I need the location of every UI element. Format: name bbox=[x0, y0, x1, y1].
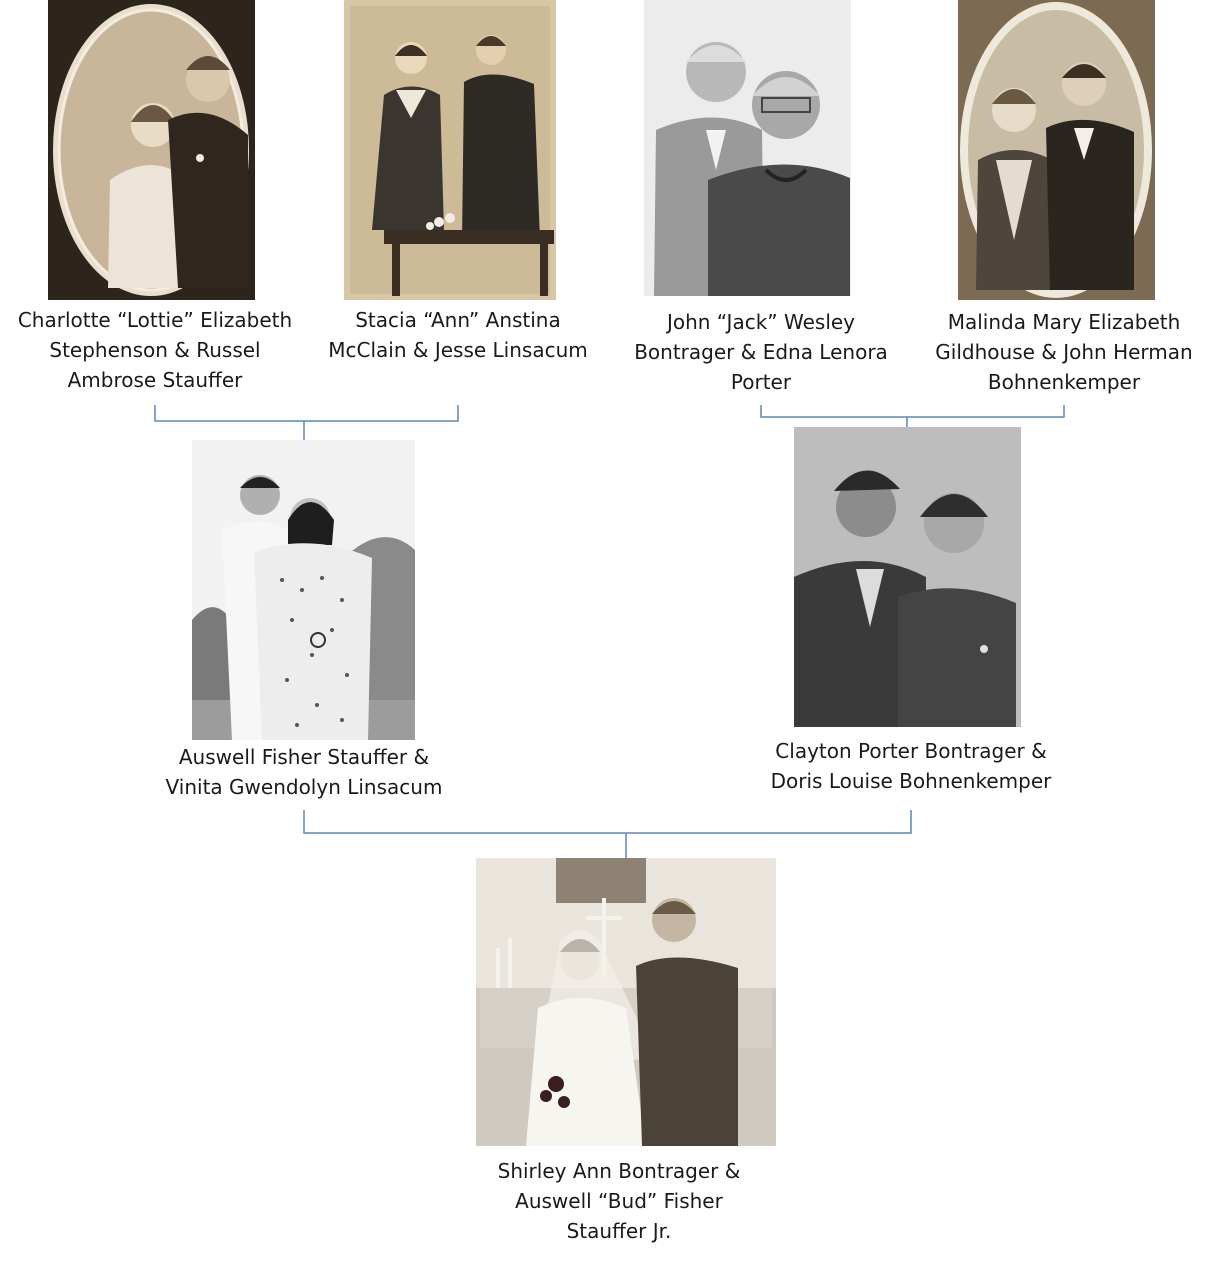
caption-line: Charlotte “Lottie” Elizabeth bbox=[17, 308, 293, 332]
photo-shirley-bud bbox=[476, 858, 776, 1146]
caption-shirley-bud: Shirley Ann Bontrager & Auswell “Bud” Fi… bbox=[469, 1156, 769, 1246]
photo-auswell-vinita bbox=[192, 440, 415, 740]
caption-malinda-john: Malinda Mary Elizabeth Gildhouse & John … bbox=[918, 307, 1210, 397]
caption-john-edna: John “Jack” Wesley Bontrager & Edna Leno… bbox=[616, 307, 906, 397]
caption-line: Doris Louise Bohnenkemper bbox=[770, 769, 1052, 793]
caption-line: Ambrose Stauffer bbox=[67, 368, 243, 392]
photo-john-edna bbox=[644, 0, 851, 296]
caption-stacia-jesse: Stacia “Ann” Anstina McClain & Jesse Lin… bbox=[318, 305, 598, 365]
caption-line: Clayton Porter Bontrager & bbox=[775, 739, 1047, 763]
caption-line: Bohnenkemper bbox=[987, 370, 1141, 394]
caption-line: Auswell Fisher Stauffer & bbox=[178, 745, 430, 769]
caption-line: Gildhouse & John Herman bbox=[935, 340, 1193, 364]
caption-line: Bontrager & Edna Lenora bbox=[634, 340, 888, 364]
connector-bontrager-bohnenkemper bbox=[760, 405, 1065, 418]
caption-charlotte-russel: Charlotte “Lottie” Elizabeth Stephenson … bbox=[5, 305, 305, 395]
caption-line: Auswell “Bud” Fisher bbox=[515, 1189, 723, 1213]
caption-line: Stephenson & Russel bbox=[49, 338, 261, 362]
photo-charlotte-russel bbox=[48, 0, 255, 300]
photo-malinda-john bbox=[958, 0, 1155, 300]
photo-clayton-doris bbox=[794, 427, 1021, 727]
caption-line: Stacia “Ann” Anstina bbox=[355, 308, 561, 332]
connector-stauffer-linsacum bbox=[154, 405, 459, 422]
caption-auswell-vinita: Auswell Fisher Stauffer & Vinita Gwendol… bbox=[144, 742, 464, 802]
caption-clayton-doris: Clayton Porter Bontrager & Doris Louise … bbox=[751, 736, 1071, 796]
connector-grandparents bbox=[303, 810, 912, 834]
caption-line: Shirley Ann Bontrager & bbox=[497, 1159, 741, 1183]
caption-line: Malinda Mary Elizabeth bbox=[947, 310, 1181, 334]
caption-line: Stauffer Jr. bbox=[566, 1219, 672, 1243]
caption-line: Vinita Gwendolyn Linsacum bbox=[165, 775, 443, 799]
caption-line: Porter bbox=[730, 370, 792, 394]
caption-line: McClain & Jesse Linsacum bbox=[328, 338, 588, 362]
photo-stacia-jesse bbox=[344, 0, 556, 300]
caption-line: John “Jack” Wesley bbox=[666, 310, 856, 334]
